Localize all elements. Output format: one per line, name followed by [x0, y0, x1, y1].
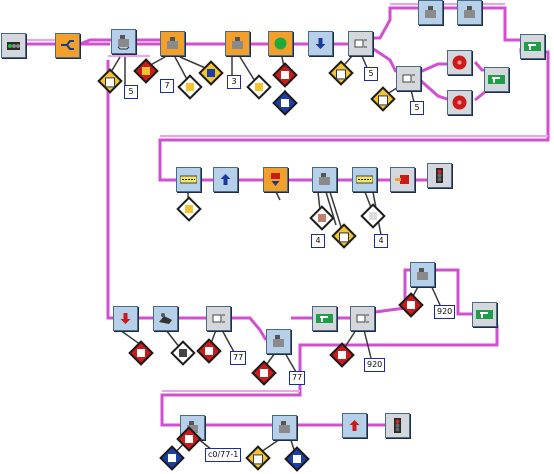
sensor-fork-icon	[402, 74, 415, 83]
number-box[interactable]: 77	[289, 371, 306, 385]
camera-icon	[159, 313, 172, 324]
number-box[interactable]: 5	[410, 101, 424, 115]
motor-wait-block[interactable]	[266, 329, 291, 354]
traffic-light-block[interactable]	[427, 163, 452, 188]
robot-wait-icon	[117, 35, 130, 50]
loop-block[interactable]	[457, 0, 482, 25]
number-box[interactable]: c0/77-1	[205, 448, 242, 462]
timer-block[interactable]	[352, 167, 377, 192]
color-stop-block[interactable]	[268, 31, 293, 56]
timer-strip-icon	[180, 175, 197, 184]
number-box[interactable]: 3	[227, 75, 241, 89]
stop-red-block[interactable]	[447, 50, 472, 75]
motor-wait-block[interactable]	[312, 167, 337, 192]
timer-strip-icon	[356, 175, 373, 184]
robot-wait-icon	[319, 173, 330, 185]
jump-out-block[interactable]	[390, 167, 415, 192]
number-box[interactable]: 5	[364, 67, 378, 81]
motor-wait-block[interactable]	[111, 29, 136, 54]
traffic-light-icon	[394, 418, 401, 433]
sensor-fork-block[interactable]	[350, 306, 375, 331]
number-box[interactable]: 77	[230, 351, 247, 365]
stop-sign-icon	[452, 55, 467, 70]
timer-block[interactable]	[176, 167, 201, 192]
sensor-input-block[interactable]	[263, 167, 288, 192]
move-down-block[interactable]	[113, 306, 138, 331]
robot-wait-icon	[417, 268, 428, 280]
strip-out-block[interactable]	[312, 306, 337, 331]
up-arrow-icon	[220, 174, 231, 185]
strip-out-block[interactable]	[472, 302, 497, 327]
traffic-light-icon	[436, 168, 443, 183]
secondary-wire	[17, 3, 548, 392]
stop-sign-icon	[452, 95, 467, 110]
move-down-block[interactable]	[308, 31, 333, 56]
sensor-input-icon	[271, 173, 280, 186]
robot-loop-icon	[425, 6, 436, 18]
number-box[interactable]: 5	[124, 85, 138, 99]
green-strip-icon	[476, 310, 493, 319]
sensor-fork-icon	[354, 39, 367, 48]
traffic-light-block[interactable]	[385, 413, 410, 438]
move-up-block[interactable]	[213, 167, 238, 192]
move-up-block[interactable]	[342, 413, 367, 438]
robot-loop-icon	[464, 6, 475, 18]
sensor-fork-block[interactable]	[206, 306, 231, 331]
up-arrow-red-icon	[349, 420, 360, 431]
sensor-fork-block[interactable]	[348, 31, 373, 56]
number-box[interactable]: 4	[374, 234, 388, 248]
motor-wait-block[interactable]	[410, 262, 435, 287]
stop-red-block[interactable]	[447, 90, 472, 115]
sensor-fork-block[interactable]	[396, 66, 421, 91]
number-box[interactable]: 920	[434, 305, 456, 319]
camera-block[interactable]	[153, 306, 178, 331]
main-wire	[17, 6, 550, 427]
sensor-fork-icon	[356, 314, 369, 323]
jump-out-icon	[395, 175, 409, 184]
robot-motor-icon	[232, 37, 243, 49]
loop-block[interactable]	[418, 0, 443, 25]
strip-out-block[interactable]	[484, 67, 509, 92]
green-strip-icon	[488, 75, 505, 84]
fork-block[interactable]	[55, 33, 80, 58]
fork-arrows-icon	[61, 40, 74, 50]
robot-wait-icon	[273, 335, 284, 347]
robot-wait-icon	[279, 421, 290, 433]
green-strip-icon	[316, 314, 333, 323]
down-arrow-red-icon	[120, 313, 131, 324]
robot-motor-icon	[167, 37, 178, 49]
start-traffic-light-block[interactable]	[1, 33, 26, 58]
sensor-fork-icon	[212, 314, 225, 323]
down-arrow-icon	[315, 38, 326, 49]
motor-block[interactable]	[160, 31, 185, 56]
strip-out-block[interactable]	[520, 34, 545, 59]
green-dot-icon	[274, 37, 287, 50]
number-box[interactable]: 7	[160, 79, 174, 93]
motor-wait-block[interactable]	[272, 415, 297, 440]
number-box[interactable]: 920	[364, 358, 386, 372]
green-strip-icon	[524, 42, 541, 51]
motor-block[interactable]	[225, 31, 250, 56]
number-box[interactable]: 4	[311, 234, 325, 248]
traffic-light-icon	[7, 42, 20, 50]
